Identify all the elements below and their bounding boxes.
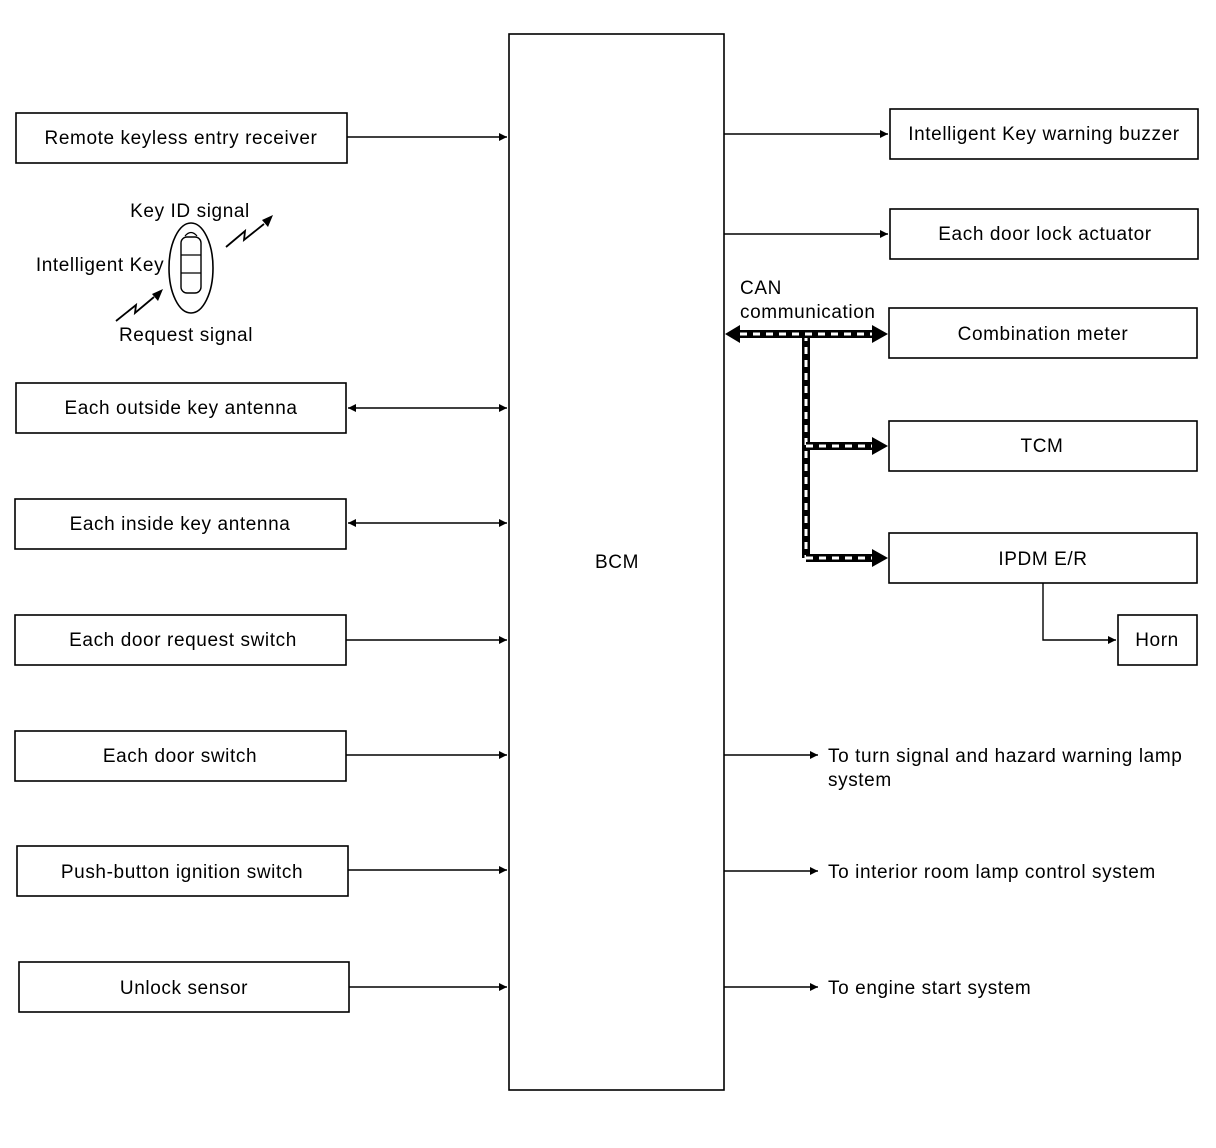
input-each-inside-key-antenna: Each inside key antenna	[14, 498, 347, 550]
intelligent-key-label: Intelligent Key	[36, 255, 164, 276]
input-each-outside-key-antenna: Each outside key antenna	[15, 382, 347, 434]
interior-lamp-system-label: To interior room lamp control system	[828, 862, 1156, 883]
request-signal-icon	[115, 289, 163, 322]
svg-text:Each outside key antenna: Each outside key antenna	[64, 398, 297, 419]
can-arrow-bcm	[725, 325, 740, 343]
output-each-door-lock-actuator: Each door lock actuator	[889, 208, 1199, 260]
svg-text:IPDM E/R: IPDM E/R	[998, 549, 1087, 570]
input-remote-keyless-entry-receiver: Remote keyless entry receiver	[15, 112, 348, 164]
turn-signal-system-label: To turn signal and hazard warning lamp	[828, 746, 1182, 767]
output-intelligent-key-warning-buzzer: Intelligent Key warning buzzer	[889, 108, 1199, 160]
svg-text:Unlock sensor: Unlock sensor	[120, 978, 248, 999]
input-unlock-sensor: Unlock sensor	[18, 961, 350, 1013]
key-fob-icon	[168, 222, 214, 314]
can-label-line2: communication	[740, 302, 876, 323]
svg-text:Each door switch: Each door switch	[103, 746, 257, 767]
svg-text:Each inside key antenna: Each inside key antenna	[70, 514, 291, 535]
wire-ipdm-to-horn	[1042, 583, 1116, 644]
request-signal-label: Request signal	[119, 325, 253, 346]
can-node-tcm: TCM	[888, 420, 1198, 472]
bcm-label: BCM	[595, 552, 639, 573]
key-id-signal-label: Key ID signal	[130, 201, 250, 222]
engine-start-system-label: To engine start system	[828, 978, 1031, 999]
svg-text:Combination meter: Combination meter	[958, 324, 1129, 345]
input-each-door-switch: Each door switch	[14, 730, 347, 782]
intelligent-key-illustration: Key ID signal Intelligent Key Request si…	[36, 201, 273, 346]
key-id-signal-icon	[225, 215, 273, 248]
svg-text:Push-button ignition switch: Push-button ignition switch	[61, 862, 303, 883]
can-bus	[725, 325, 888, 567]
svg-text:Each door request switch: Each door request switch	[69, 630, 297, 651]
input-each-door-request-switch: Each door request switch	[14, 614, 347, 666]
svg-text:Remote keyless entry receiver: Remote keyless entry receiver	[45, 128, 318, 149]
turn-signal-system-label-line2: system	[828, 770, 892, 791]
can-arrow-tcm	[872, 437, 888, 455]
svg-text:TCM: TCM	[1021, 436, 1064, 457]
can-label-line1: CAN	[740, 278, 782, 299]
svg-text:Each door lock actuator: Each door lock actuator	[938, 224, 1151, 245]
can-node-combination-meter: Combination meter	[888, 307, 1198, 359]
bcm-block: BCM	[508, 33, 725, 1091]
can-arrow-combination-meter	[872, 325, 888, 343]
can-arrow-ipdm	[872, 549, 888, 567]
svg-text:Horn: Horn	[1135, 630, 1179, 651]
svg-text:Intelligent Key warning buzzer: Intelligent Key warning buzzer	[908, 124, 1180, 145]
input-push-button-ignition-switch: Push-button ignition switch	[16, 845, 349, 897]
horn-box: Horn	[1117, 614, 1198, 666]
can-node-ipdm-er: IPDM E/R	[888, 532, 1198, 584]
